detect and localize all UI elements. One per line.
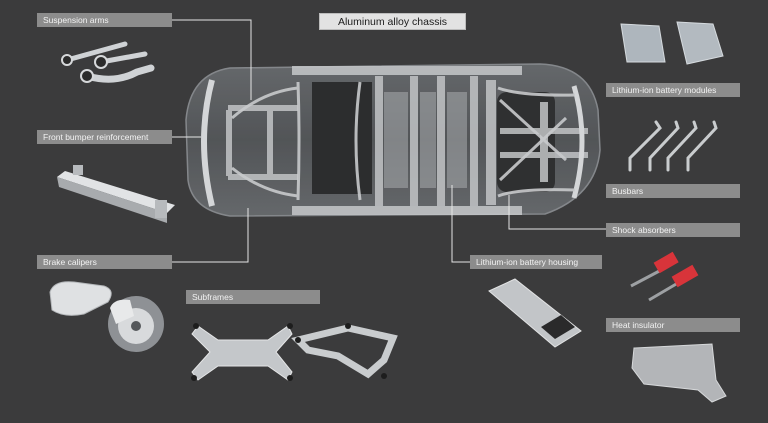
battery-modules-image [620, 21, 724, 65]
label-battery-housing: Lithium-ion battery housing [470, 255, 602, 269]
battery-housing-image [488, 278, 582, 348]
leader-lines [172, 19, 606, 263]
suspension-arms-image [61, 41, 155, 83]
label-heat-insulator: Heat insulator [606, 318, 740, 332]
car-body [185, 63, 601, 217]
busbars-image [628, 120, 718, 172]
label-suspension-arms: Suspension arms [37, 13, 172, 27]
shock-absorbers-image [630, 251, 699, 302]
label-front-bumper-reinforcement: Front bumper reinforcement [37, 130, 172, 144]
heat-insulator-image [631, 343, 727, 403]
front-bumper-image [57, 165, 175, 223]
label-subframes: Subframes [186, 290, 320, 304]
brake-calipers-image [49, 281, 164, 352]
label-busbars: Busbars [606, 184, 740, 198]
subframes-image [191, 323, 398, 381]
label-shock-absorbers: Shock absorbers [606, 223, 740, 237]
diagram-title: Aluminum alloy chassis [319, 13, 466, 30]
label-battery-modules: Lithium-ion battery modules [606, 83, 740, 97]
label-brake-calipers: Brake calipers [37, 255, 172, 269]
